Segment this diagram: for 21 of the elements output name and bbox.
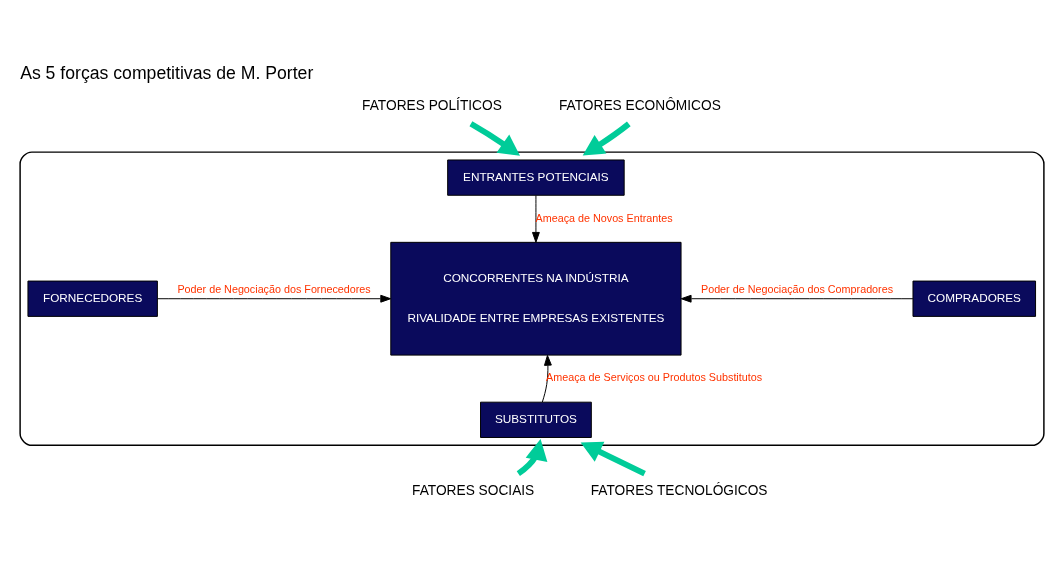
- edge-label: Ameaça de Novos Entrantes: [535, 211, 673, 224]
- arrow: [541, 354, 552, 402]
- arrow: [580, 441, 646, 476]
- node-box: COMPRADORES: [912, 280, 1037, 317]
- arrow: [680, 294, 914, 303]
- node-text: FATORES SOCIAIS: [412, 482, 535, 498]
- arrow: [469, 120, 520, 156]
- cluster: [19, 150, 1045, 446]
- diagram-title: As 5 forças competitivas de M. Porter: [20, 62, 314, 83]
- node-text: FATORES ECONÔMICOS: [558, 97, 721, 113]
- node-box: FORNECEDORES: [27, 280, 158, 317]
- edge-label: Poder de Negociação dos Fornecedores: [177, 282, 371, 295]
- arrow: [532, 194, 540, 243]
- node-box: CONCORRENTES NA INDÚSTRIA RIVALIDADE ENTRE EMPRESAS EXISTENTES: [390, 241, 682, 356]
- edge-label: Poder de Negociação dos Compradores: [700, 282, 894, 295]
- node-text: FATORES POLÍTICOS: [362, 97, 502, 113]
- node-text: FATORES TECNOLÓGICOS: [590, 482, 768, 498]
- node-box: ENTRANTES POTENCIAIS: [447, 159, 625, 196]
- node-box: SUBSTITUTOS: [480, 401, 592, 438]
- arrow: [157, 294, 392, 303]
- arrow: [582, 121, 631, 155]
